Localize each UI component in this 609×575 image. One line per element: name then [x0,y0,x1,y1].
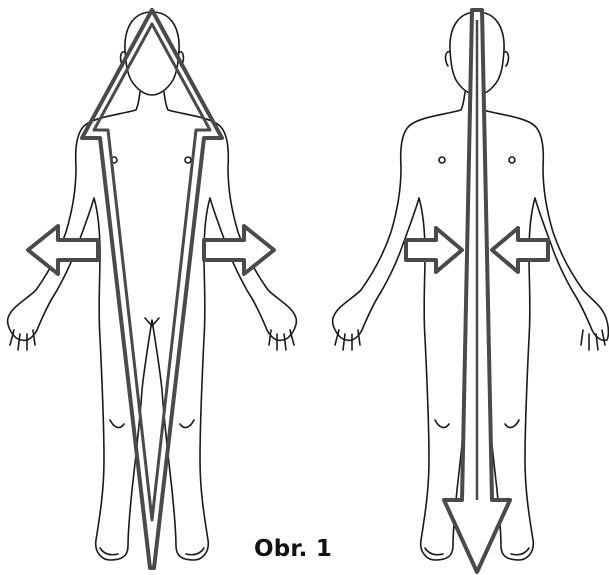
left-nipple-r [185,157,191,163]
left-knee-r [180,420,194,427]
right-knee-l [435,420,449,427]
left-foot-r-toes [186,548,204,555]
right-ear-left [446,52,450,66]
left-figure-arrows [28,10,274,568]
right-knee-r [505,420,519,427]
right-foot-r-toes [511,548,529,555]
inward-right-arrow [406,228,462,272]
inward-left-arrow [492,228,548,272]
right-nipple-r [509,157,515,163]
left-human-figure [8,12,297,560]
outward-left-arrow [28,226,98,274]
left-knee-l [110,420,124,427]
inverted-triangle-inner [94,24,210,520]
right-ear-right [504,52,508,66]
figure-caption: Obr. 1 [254,536,332,562]
right-nipple-l [439,157,445,163]
right-foot-l-toes [425,548,443,555]
left-foot-l-toes [100,548,118,555]
